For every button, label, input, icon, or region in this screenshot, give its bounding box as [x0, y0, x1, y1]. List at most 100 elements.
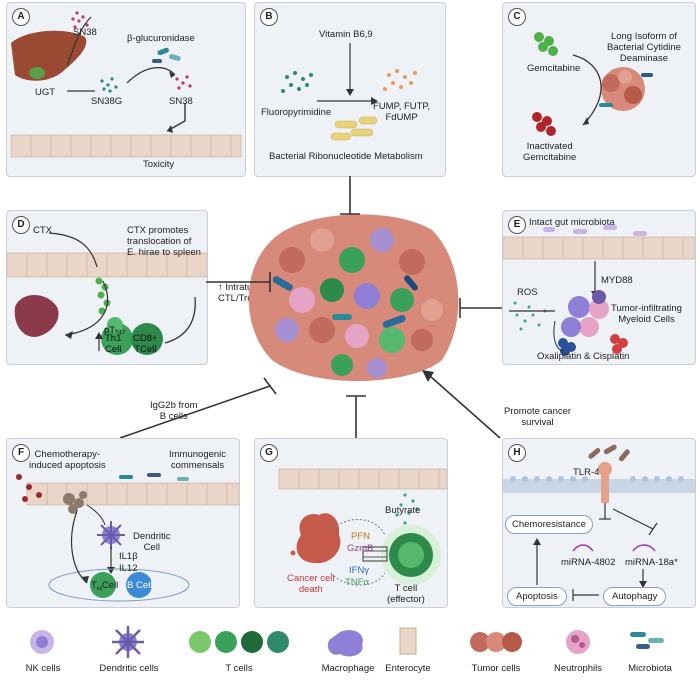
- label-myeloid: Tumor-infiltrating Myeloid Cells: [611, 303, 682, 325]
- panel-d: D CTX CTX promotes translocation of E. h…: [6, 210, 208, 365]
- panel-h-badge: H: [508, 444, 526, 462]
- fump-molecule-icon: [383, 69, 417, 91]
- panel-b: B Vitamin B6,9 Fluoropyrimidine FUMP, FU…: [254, 2, 446, 177]
- panel-b-graphic: [281, 43, 417, 141]
- label-oxaliplatin: Oxaliplatin & Cisplatin: [537, 351, 630, 362]
- label-cancer-death: Cancer cell death: [287, 573, 335, 595]
- panel-e-graphic: [503, 225, 695, 356]
- label-dendritic: Dendritic Cell: [133, 531, 171, 553]
- label-igg2b: IgG2b from B cells: [150, 400, 198, 422]
- label-ctx-note: CTX promotes translocation of E. hirae t…: [127, 225, 201, 258]
- bacteria-icon: [152, 47, 181, 63]
- oxaliplatin-icon: [558, 338, 576, 356]
- membrane-layer: [503, 479, 695, 493]
- label-ugt: UGT: [35, 87, 56, 98]
- panel-f-badge: F: [12, 444, 30, 462]
- gallbladder-icon: [29, 67, 45, 79]
- cd8-cell-icon: [131, 323, 163, 355]
- label-gemcitabine: Gemcitabine: [527, 63, 581, 74]
- panel-d-badge: D: [12, 216, 30, 234]
- label-ribonucleotide: Bacterial Ribonucleotide Metabolism: [269, 151, 423, 162]
- label-intact-microbiota: Intact gut microbiota: [529, 217, 615, 228]
- label-myd88: MYD88: [601, 275, 633, 286]
- legend-microbiota: Microbiota: [628, 663, 672, 674]
- panel-h-graphic: [503, 444, 695, 601]
- macrophage-legend-icon: [327, 630, 363, 657]
- bacteria-icon: [588, 444, 630, 462]
- panel-c-badge: C: [508, 8, 526, 26]
- panel-e-badge: E: [508, 216, 526, 234]
- label-butyrate: Butyrate: [385, 505, 421, 516]
- label-sn38-top: SN38: [73, 27, 97, 38]
- label-t-cell-effector: T cell (effector): [387, 583, 425, 605]
- label-promote-survival: Promote cancer survival: [504, 406, 572, 428]
- nk-cell-legend-icon: [30, 630, 54, 654]
- tlr4-receptor-icon: [598, 462, 612, 503]
- label-th-cell: THCell: [91, 580, 119, 593]
- panel-f: F Chemotherapy- induced apo: [6, 438, 240, 608]
- label-ifn: IFNγ: [349, 565, 370, 576]
- legend-tumor-cells: Tumor cells: [471, 663, 521, 674]
- microbiota-icon: [543, 225, 647, 236]
- enterocyte-layer: [10, 134, 242, 158]
- panel-f-graphic: [16, 473, 239, 602]
- dendritic-cell-legend-icon: [112, 626, 144, 658]
- panel-b-badge: B: [260, 8, 278, 26]
- neutrophil-legend-icon: [566, 630, 590, 654]
- legend-dendritic-cells: Dendritic cells: [99, 663, 159, 674]
- panel-g-badge: G: [260, 444, 278, 462]
- sn38-right-molecule-icon: [175, 75, 192, 90]
- panel-g: G Butyrate PFN GzmB IFNγ TNFα Cancer cel…: [254, 438, 448, 608]
- label-inactivated: Inactivated Gemcitabine: [523, 141, 577, 163]
- mirna-18a-icon: [632, 544, 656, 552]
- dendritic-cell-icon: [97, 521, 125, 549]
- label-il1b: IL1β: [119, 551, 138, 562]
- label-toxicity: Toxicity: [143, 159, 175, 170]
- th-cell-icon: [90, 572, 116, 598]
- cancer-cell-death-icon: [296, 513, 341, 564]
- arrow-sn38-ugt: [66, 16, 92, 66]
- sn38g-molecule-icon: [100, 77, 118, 93]
- tumor-mass-icon: [248, 214, 459, 382]
- central-tumor: [248, 214, 459, 382]
- legend-icons: [30, 626, 664, 658]
- inactivated-gemcitabine-icon: [532, 112, 556, 136]
- label-deaminase: Long Isoform of Bacterial Cytidine Deami…: [607, 31, 681, 64]
- label-tlr4: TLR-4: [573, 467, 600, 478]
- th1-cell-icon: [101, 323, 133, 355]
- label-b-cell: B Cell: [127, 580, 153, 591]
- panel-a: A: [6, 2, 246, 177]
- label-fluoropyrimidine: Fluoropyrimidine: [261, 107, 332, 118]
- label-sn38-right: SN38: [169, 96, 193, 107]
- label-beta-glucuronidase: β-glucuronidase: [127, 33, 195, 44]
- commensal-bacteria-icon: [119, 473, 189, 481]
- label-mirna-18a: miRNA-18a*: [625, 557, 678, 568]
- label-tnf: TNFα: [345, 577, 369, 588]
- chemo-drug-icon: [16, 474, 42, 502]
- enterocyte-legend-icon: [399, 627, 417, 655]
- panel-a-graphic: [10, 11, 242, 158]
- label-gzmb: GzmB: [347, 543, 374, 554]
- label-ros: ROS: [517, 287, 538, 298]
- bacteria-icon: [330, 116, 378, 141]
- label-th1: Th1 Cell: [105, 333, 122, 355]
- panel-d-graphic: [7, 232, 207, 355]
- tumor-cluster-icon: [599, 67, 653, 111]
- label-commensals: Immunogenic commensals: [169, 449, 227, 471]
- spleen-icon: [14, 295, 59, 337]
- label-ctx: CTX: [33, 225, 52, 236]
- panel-c: C Gemcitabine Long Isoform of Bacterial …: [502, 2, 696, 177]
- cisplatin-icon: [610, 334, 628, 354]
- label-sn38g: SN38G: [91, 96, 123, 107]
- microbiota-legend-icon: [630, 632, 664, 649]
- ros-icon: [513, 301, 547, 331]
- e-hirae-bacteria-icon: [95, 277, 111, 315]
- legend-nk-cells: NK cells: [25, 663, 61, 674]
- panel-c-graphic: [532, 32, 653, 136]
- panel-g-graphic: [278, 468, 447, 586]
- label-chemo-apoptosis: Chemotherapy- induced apoptosis: [29, 449, 106, 471]
- myeloid-cells-icon: [561, 290, 609, 337]
- fluoropyrimidine-molecule-icon: [281, 71, 313, 93]
- label-chemoresistance: Chemoresistance: [505, 515, 593, 534]
- legend-macrophage: Macrophage: [321, 663, 375, 674]
